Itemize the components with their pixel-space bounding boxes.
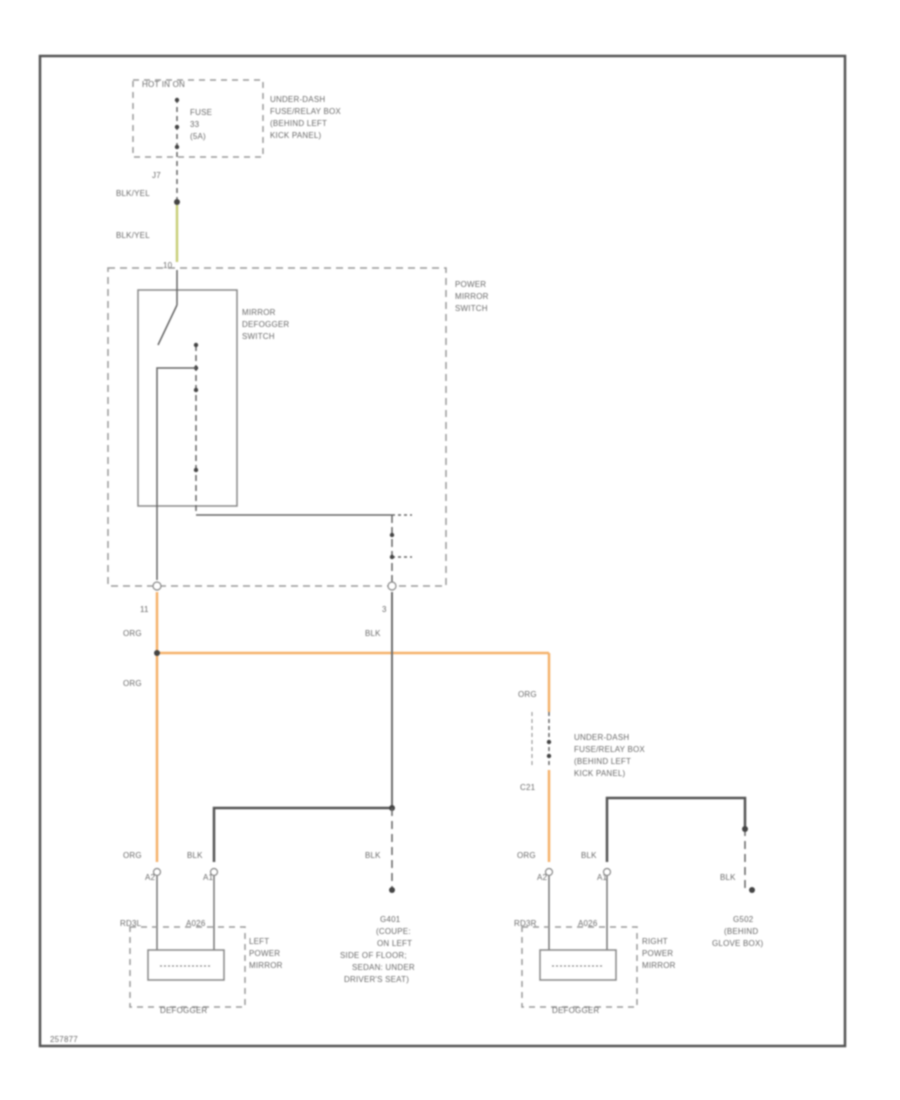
org-right-label: ORG xyxy=(518,690,537,699)
org-label-1: ORG xyxy=(123,629,142,638)
wire-blk-yel-label-1: BLK/YEL xyxy=(116,189,150,198)
right-mirror-pin-b xyxy=(602,867,612,877)
underdash-box-label-1: UNDER-DASH xyxy=(270,95,325,104)
wire-blk-right-mirror xyxy=(605,796,747,862)
ground-dot-2 xyxy=(389,554,395,560)
left-mirror-code-b: A026 xyxy=(186,919,206,928)
defogger-left-label: DEFOGGER xyxy=(160,1006,207,1015)
mirror-defogger-switch-box xyxy=(137,289,238,507)
org-label-2: ORG xyxy=(123,679,142,688)
indicator-dot-4 xyxy=(193,467,199,473)
power-mirror-switch-box xyxy=(107,267,447,587)
right-power-mirror-box xyxy=(521,926,638,1008)
left-power-mirror-label-1: LEFT xyxy=(249,937,269,946)
pin-11-label: 11 xyxy=(140,605,149,614)
connector-j7-label: J7 xyxy=(152,171,161,180)
blk-center-label: BLK xyxy=(365,851,381,860)
right-mirror-pin-a xyxy=(544,867,554,877)
g401-label-1: G401 xyxy=(380,915,401,924)
left-mirror-conn-b: A1 xyxy=(203,873,214,882)
blk-right-bottom-label: BLK xyxy=(581,851,597,860)
underdash-box-label-4: KICK PANEL) xyxy=(270,131,322,140)
g401-label-5: SEDAN: UNDER xyxy=(352,963,415,972)
pin-10-label: 10 xyxy=(163,261,173,270)
right-mirror-conn-a: A2 xyxy=(537,873,548,882)
right-power-mirror-label-1: RIGHT xyxy=(642,937,668,946)
power-mirror-switch-label-2: MIRROR xyxy=(455,292,489,301)
fuse2-dot-2 xyxy=(546,753,552,759)
g502-dot-upper xyxy=(742,826,748,832)
underdash-box-label-2: FUSE/RELAY BOX xyxy=(270,107,341,116)
splice-dot-top xyxy=(174,199,180,205)
left-power-mirror-label-2: POWER xyxy=(249,949,280,958)
right-power-mirror-label-2: POWER xyxy=(642,949,673,958)
switch-output-loop xyxy=(156,367,196,580)
fuse2-dot-1 xyxy=(546,739,552,745)
left-defogger-element xyxy=(147,949,225,981)
pin-3-connector xyxy=(387,581,397,591)
indicator-dot-1 xyxy=(193,342,199,348)
org-right-bottom-label: ORG xyxy=(517,851,536,860)
blk-far-right-label: BLK xyxy=(720,873,736,882)
power-mirror-switch-label-3: SWITCH xyxy=(455,304,488,313)
left-power-mirror-box xyxy=(129,926,246,1008)
underdash2-label-3: (BEHIND LEFT xyxy=(574,757,631,766)
mirror-defogger-label-2: DEFOGGER xyxy=(242,320,289,329)
g401-label-3: ON LEFT xyxy=(377,939,412,948)
diagram-frame xyxy=(38,54,847,1048)
wire-blk-yel-label-2: BLK/YEL xyxy=(116,231,150,240)
right-power-mirror-label-3: MIRROR xyxy=(642,961,676,970)
g502-label-3: GLOVE BOX) xyxy=(712,939,763,948)
blk-label-1: BLK xyxy=(365,629,381,638)
c21-label: C21 xyxy=(520,783,536,792)
g401-label-4: SIDE OF FLOOR; xyxy=(340,951,407,960)
underdash2-label-1: UNDER-DASH xyxy=(574,733,629,742)
fuse-amp-label: (5A) xyxy=(190,132,206,141)
fuse-dot-2 xyxy=(174,124,180,130)
underdash2-label-2: FUSE/RELAY BOX xyxy=(574,745,645,754)
right-mirror-conn-b: A1 xyxy=(597,873,608,882)
underdash-box-label-3: (BEHIND LEFT xyxy=(270,119,327,128)
hot-in-on-label: HOT IN ON xyxy=(142,80,185,89)
left-power-mirror-label-3: MIRROR xyxy=(249,961,283,970)
g401-label-6: DRIVER'S SEAT) xyxy=(344,975,409,984)
fuse-number-label: 33 xyxy=(190,120,200,129)
blk-left-bottom-label: BLK xyxy=(187,851,203,860)
wire-blk-left-mirror xyxy=(212,806,392,862)
indicator-dot-3 xyxy=(193,387,199,393)
g401-dot xyxy=(389,887,395,893)
fuse-label: FUSE xyxy=(190,108,212,117)
fuse-dot-1 xyxy=(174,97,180,103)
org-left-bottom-label: ORG xyxy=(123,851,142,860)
g401-label-2: (COUPE: xyxy=(376,927,411,936)
power-mirror-switch-label-1: POWER xyxy=(455,280,486,289)
right-defogger-element xyxy=(539,949,617,981)
pin-3-label: 3 xyxy=(382,605,387,614)
diagram-body: HOT IN ON FUSE 33 (5A) UNDER-DASH FUSE/R… xyxy=(38,54,847,1048)
left-mirror-pin-a xyxy=(152,867,162,877)
footer-code: 257877 xyxy=(50,1035,78,1044)
left-mirror-conn-a: A2 xyxy=(145,873,156,882)
mirror-defogger-label-3: SWITCH xyxy=(242,332,275,341)
g502-dot xyxy=(749,887,755,893)
underdash-fuse-box-top xyxy=(132,79,264,158)
g502-label-2: (BEHIND xyxy=(724,927,758,936)
defogger-right-label: DEFOGGER xyxy=(552,1006,599,1015)
right-mirror-code-b: A026 xyxy=(578,919,598,928)
mirror-defogger-label-1: MIRROR xyxy=(242,308,276,317)
switch-blade xyxy=(157,304,178,346)
left-mirror-code-a: RD3L xyxy=(120,919,142,928)
g502-label-1: G502 xyxy=(733,915,754,924)
underdash2-label-4: KICK PANEL) xyxy=(574,769,626,778)
left-mirror-pin-b xyxy=(209,867,219,877)
right-mirror-code-a: RD3R xyxy=(514,919,537,928)
org-splice-dot xyxy=(154,650,160,656)
pin-11-connector xyxy=(152,581,162,591)
fuse-dot-3 xyxy=(174,144,180,150)
ground-dot-1 xyxy=(389,532,395,538)
